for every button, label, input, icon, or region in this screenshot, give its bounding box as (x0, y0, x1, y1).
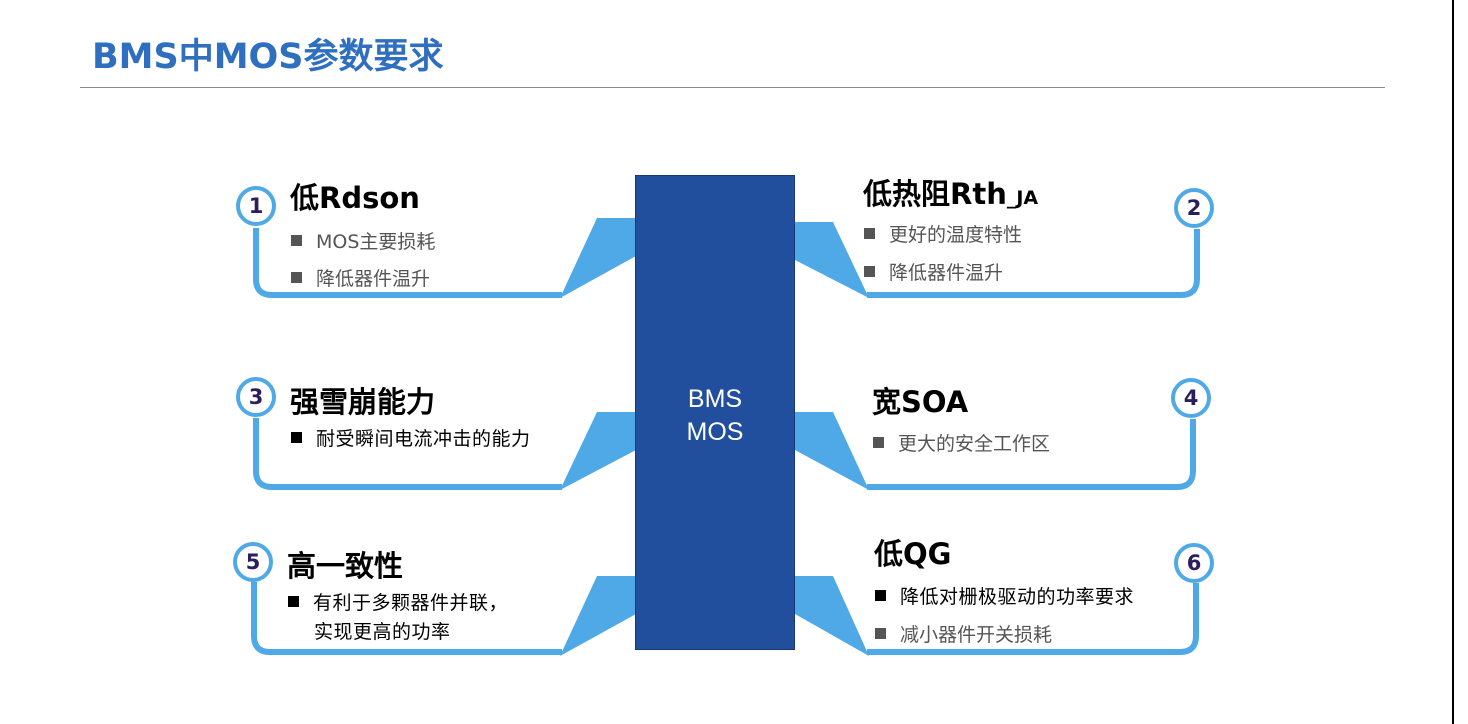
item-1-bullet-1: MOS主要损耗 (291, 229, 435, 255)
bullet-square-icon (291, 272, 302, 283)
bullet-square-icon (288, 596, 299, 607)
item-5-bullet-1-continuation: 实现更高的功率 (314, 621, 451, 643)
bullet-square-icon (864, 266, 875, 277)
bracket-1 (253, 228, 562, 298)
slide-title: BMS中MOS参数要求 (92, 37, 444, 77)
item-title-3: 强雪崩能力 (290, 385, 436, 419)
bracket-6 (867, 583, 1199, 655)
item-title-5: 高一致性 (287, 549, 404, 583)
funnel-3 (560, 412, 636, 490)
item-5-bullet-1: 有利于多颗器件并联， (288, 590, 508, 616)
bracket-5 (251, 582, 562, 655)
item-3-bullet-1: 耐受瞬间电流冲击的能力 (291, 426, 531, 452)
item-6-bullet-2: 减小器件开关损耗 (875, 622, 1052, 648)
bullet-square-icon (291, 432, 302, 443)
center-label-line2: MOS (686, 418, 744, 446)
funnel-2 (795, 222, 869, 298)
bracket-3 (253, 418, 562, 490)
center-box-bms-mos: BMS MOS (635, 175, 795, 650)
bullet-square-icon (873, 437, 884, 448)
item-title-1: 低Rdson (290, 181, 420, 215)
item-2-bullet-1: 更好的温度特性 (864, 222, 1022, 248)
item-title-6: 低QG (874, 537, 952, 571)
bullet-square-icon (875, 590, 886, 601)
number-badge-3: 3 (236, 377, 276, 417)
bullet-square-icon (291, 235, 302, 246)
funnel-1 (560, 218, 636, 298)
funnel-5 (560, 576, 636, 656)
item-1-bullet-2: 降低器件温升 (291, 266, 430, 292)
center-label-line1: BMS (687, 385, 743, 413)
number-badge-2: 2 (1174, 188, 1214, 228)
item-title-2: 低热阻Rth_JA (863, 177, 1039, 211)
number-badge-4: 4 (1171, 378, 1211, 418)
item-2-bullet-2: 降低器件温升 (864, 260, 1003, 286)
number-badge-1: 1 (236, 186, 276, 226)
item-4-bullet-1: 更大的安全工作区 (873, 431, 1050, 457)
funnel-6 (795, 576, 869, 656)
bullet-square-icon (875, 628, 886, 639)
bracket-4 (867, 419, 1196, 490)
bullet-square-icon (864, 228, 875, 239)
number-badge-6: 6 (1174, 543, 1214, 583)
funnel-4 (795, 412, 869, 490)
item-title-4: 宽SOA (872, 385, 969, 419)
bracket-2 (867, 229, 1200, 298)
right-edge-border (1452, 0, 1454, 724)
item-6-bullet-1: 降低对栅极驱动的功率要求 (875, 584, 1134, 610)
number-badge-5: 5 (233, 542, 273, 582)
title-divider (80, 87, 1385, 88)
